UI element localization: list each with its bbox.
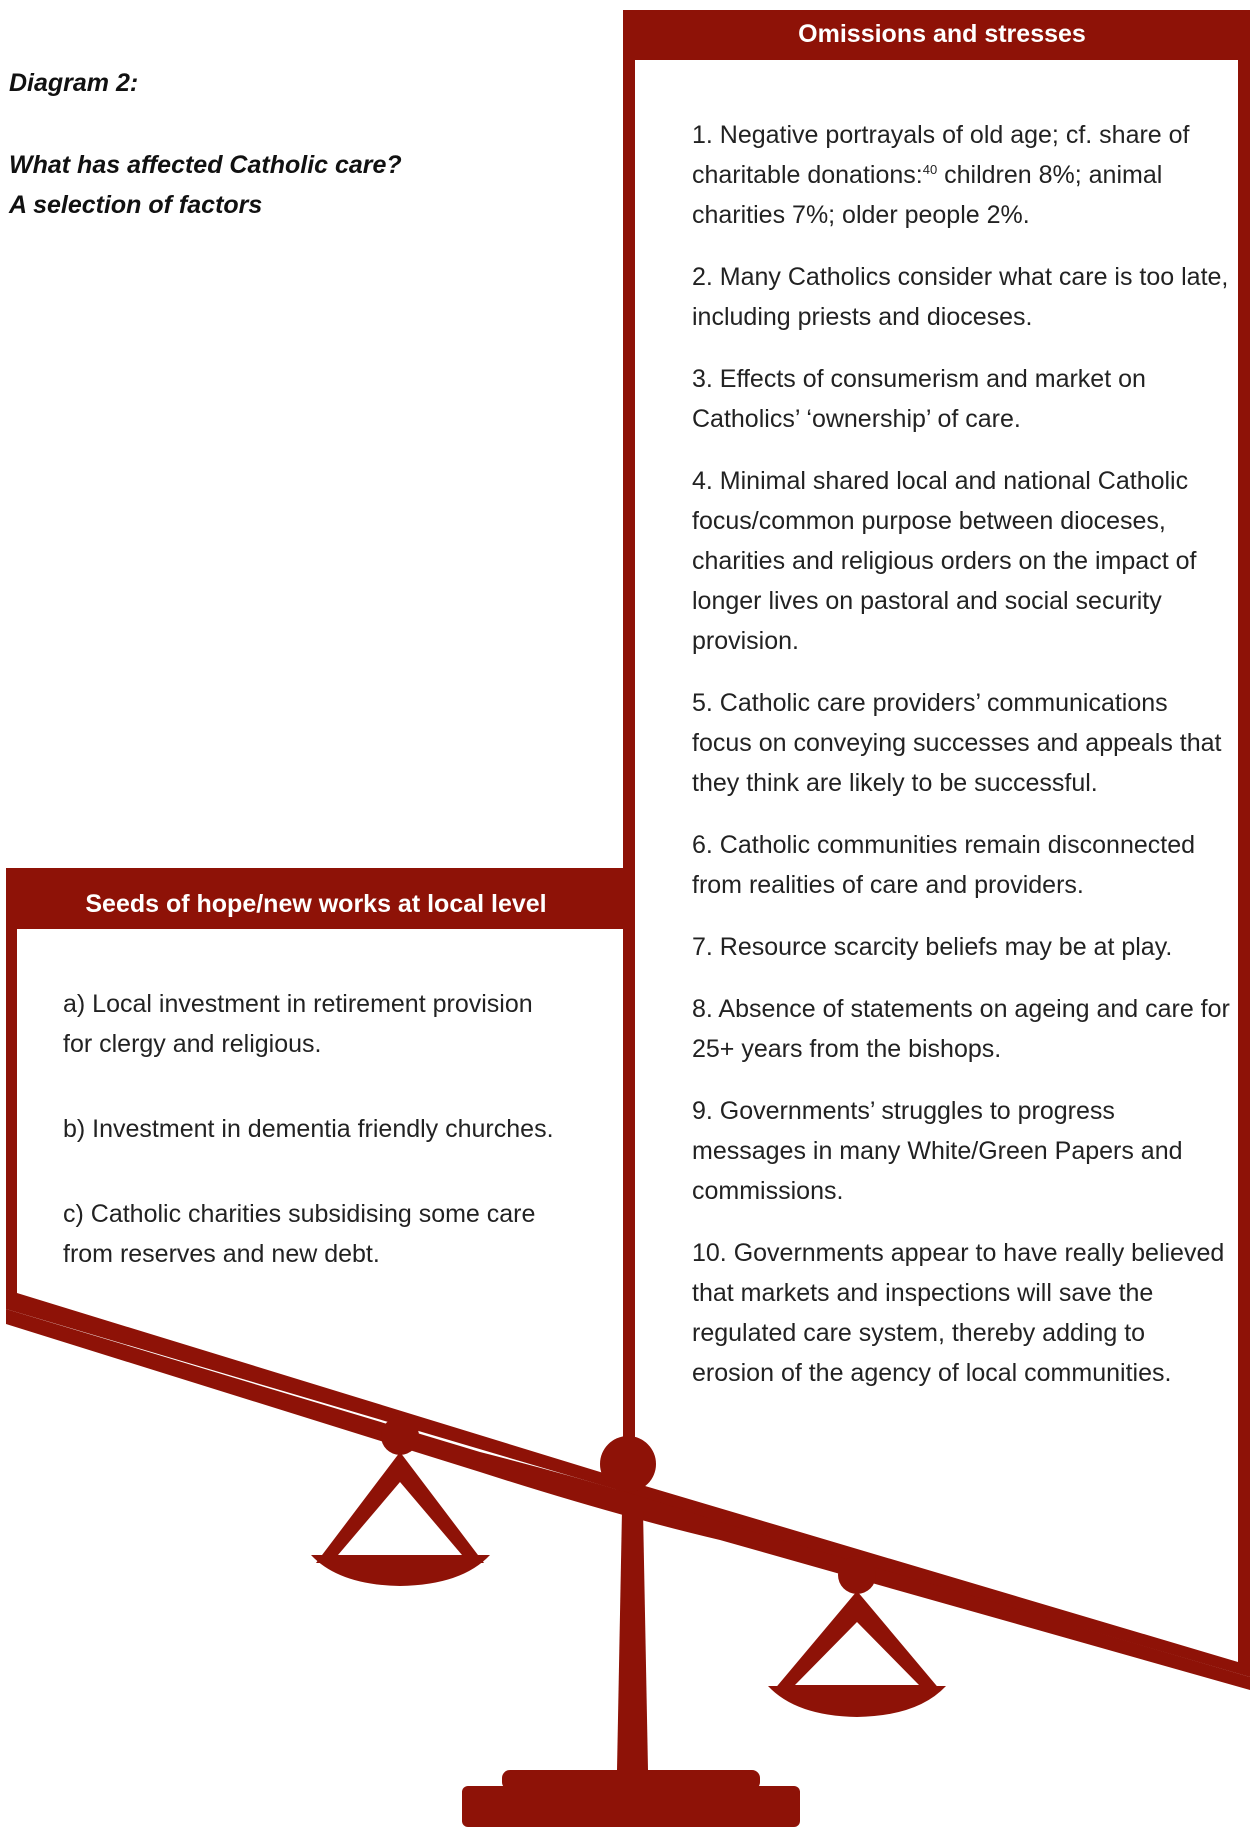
diagram-question-line1: What has affected Catholic care? bbox=[9, 151, 402, 179]
omissions-panel-title: Omissions and stresses bbox=[798, 20, 1086, 48]
diagram-question-line2: A selection of factors bbox=[9, 191, 263, 219]
scale-base-top bbox=[502, 1770, 760, 1790]
omission-item-10: 10. Governments appear to have really be… bbox=[692, 1239, 1225, 1387]
diagram-question: What has affected Catholic care? A select… bbox=[9, 145, 402, 225]
seeds-item-a: a) Local investment in retirement provis… bbox=[63, 990, 533, 1058]
omission-item-4: 4. Minimal shared local and national Cat… bbox=[692, 467, 1197, 655]
omission-item-1: 1. Negative portrayals of old age; cf. s… bbox=[692, 115, 1232, 235]
right-pan-hanger bbox=[773, 1591, 941, 1691]
omission-item-2: 2. Many Catholics consider what care is … bbox=[692, 263, 1229, 331]
omissions-list: 1. Negative portrayals of old age; cf. s… bbox=[692, 115, 1232, 1415]
left-pan-hanger bbox=[316, 1452, 484, 1563]
omission-item-1-text: 1. Negative portrayals of old age; cf. s… bbox=[692, 121, 1190, 189]
seeds-item-c: c) Catholic charities subsidising some c… bbox=[63, 1200, 536, 1268]
scale-beam bbox=[6, 1309, 1250, 1690]
footnote-marker: 40 bbox=[922, 162, 938, 177]
right-panel-header-bar bbox=[623, 10, 1250, 60]
seeds-of-hope-panel-title: Seeds of hope/new works at local level bbox=[85, 890, 547, 918]
omission-item-9: 9. Governments’ struggles to progress me… bbox=[692, 1097, 1183, 1205]
omission-item-5: 5. Catholic care providers’ communicatio… bbox=[692, 689, 1222, 797]
scale-post bbox=[617, 1510, 648, 1770]
scale-pivot bbox=[600, 1436, 656, 1492]
omission-item-7: 7. Resource scarcity beliefs may be at p… bbox=[692, 933, 1173, 961]
left-panel-header-bar bbox=[6, 878, 635, 929]
scale-base bbox=[462, 1786, 800, 1827]
left-pan-dish bbox=[311, 1555, 490, 1586]
omission-item-1-text-after: children 8%; animal charities 7%; older … bbox=[692, 161, 1163, 229]
omission-item-3: 3. Effects of consumerism and market on … bbox=[692, 365, 1146, 433]
diagram-label: Diagram 2: bbox=[9, 69, 139, 97]
omission-item-8: 8. Absence of statements on ageing and c… bbox=[692, 995, 1230, 1063]
right-pan-knob bbox=[838, 1556, 876, 1594]
seeds-of-hope-list: a) Local investment in retirement provis… bbox=[63, 984, 563, 1319]
left-pan-knob bbox=[381, 1417, 419, 1455]
right-panel-frame bbox=[623, 10, 1250, 1677]
right-pan-dish bbox=[768, 1686, 946, 1717]
left-panel-frame bbox=[6, 868, 635, 1495]
omission-item-6: 6. Catholic communities remain disconnec… bbox=[692, 831, 1196, 899]
seeds-item-b: b) Investment in dementia friendly churc… bbox=[63, 1115, 554, 1143]
